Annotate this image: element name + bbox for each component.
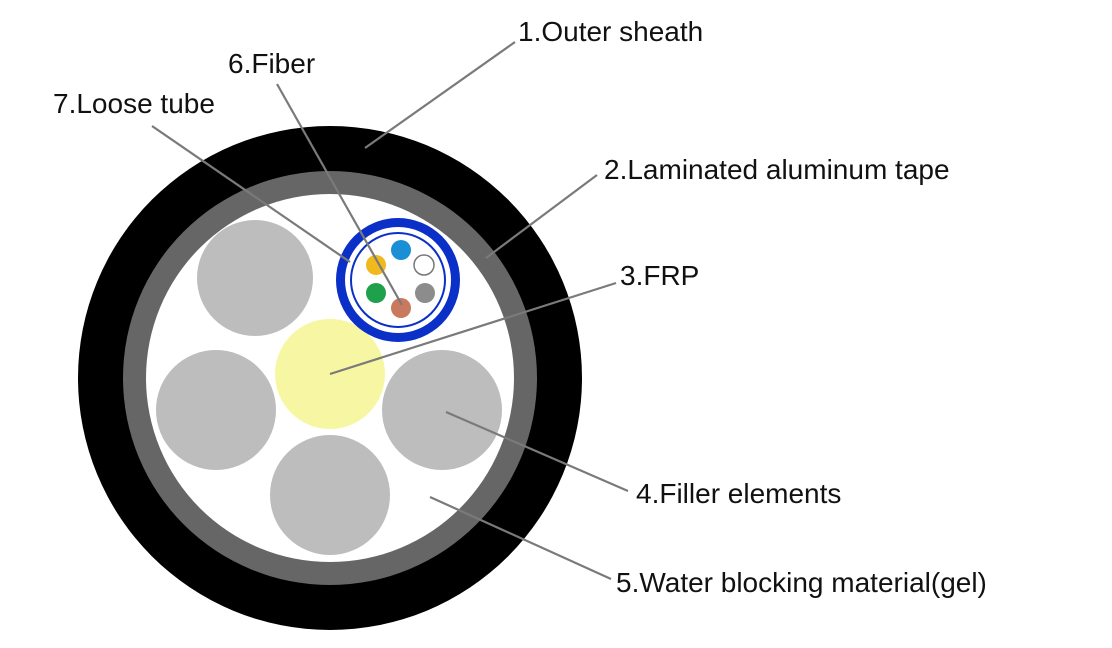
leader-fiber [276, 83, 403, 306]
fiber-white [413, 254, 435, 276]
fiber-brown [391, 298, 411, 318]
label-aluminum-tape: 2.Laminated aluminum tape [604, 154, 950, 185]
fiber-green [366, 283, 386, 303]
filler-element-bottom [270, 435, 390, 555]
leader-aluminum-tape [485, 174, 598, 259]
label-frp: 3.FRP [620, 260, 699, 291]
leader-frp [329, 281, 617, 376]
filler-element-right [382, 350, 502, 470]
label-fiber: 6.Fiber [228, 48, 315, 79]
fiber-blue [391, 240, 411, 260]
leader-loose-tube [151, 125, 351, 263]
label-water-blocking: 5.Water blocking material(gel) [616, 567, 987, 598]
label-filler-elements: 4.Filler elements [636, 478, 841, 509]
leader-filler [445, 410, 629, 493]
leader-water-blocking [429, 495, 612, 581]
label-outer-sheath: 1.Outer sheath [518, 16, 703, 47]
fiber-gray [415, 283, 435, 303]
label-loose-tube: 7.Loose tube [53, 88, 215, 119]
filler-element-left [156, 350, 276, 470]
filler-element-top-left [197, 220, 313, 336]
leader-outer-sheath [364, 41, 516, 149]
